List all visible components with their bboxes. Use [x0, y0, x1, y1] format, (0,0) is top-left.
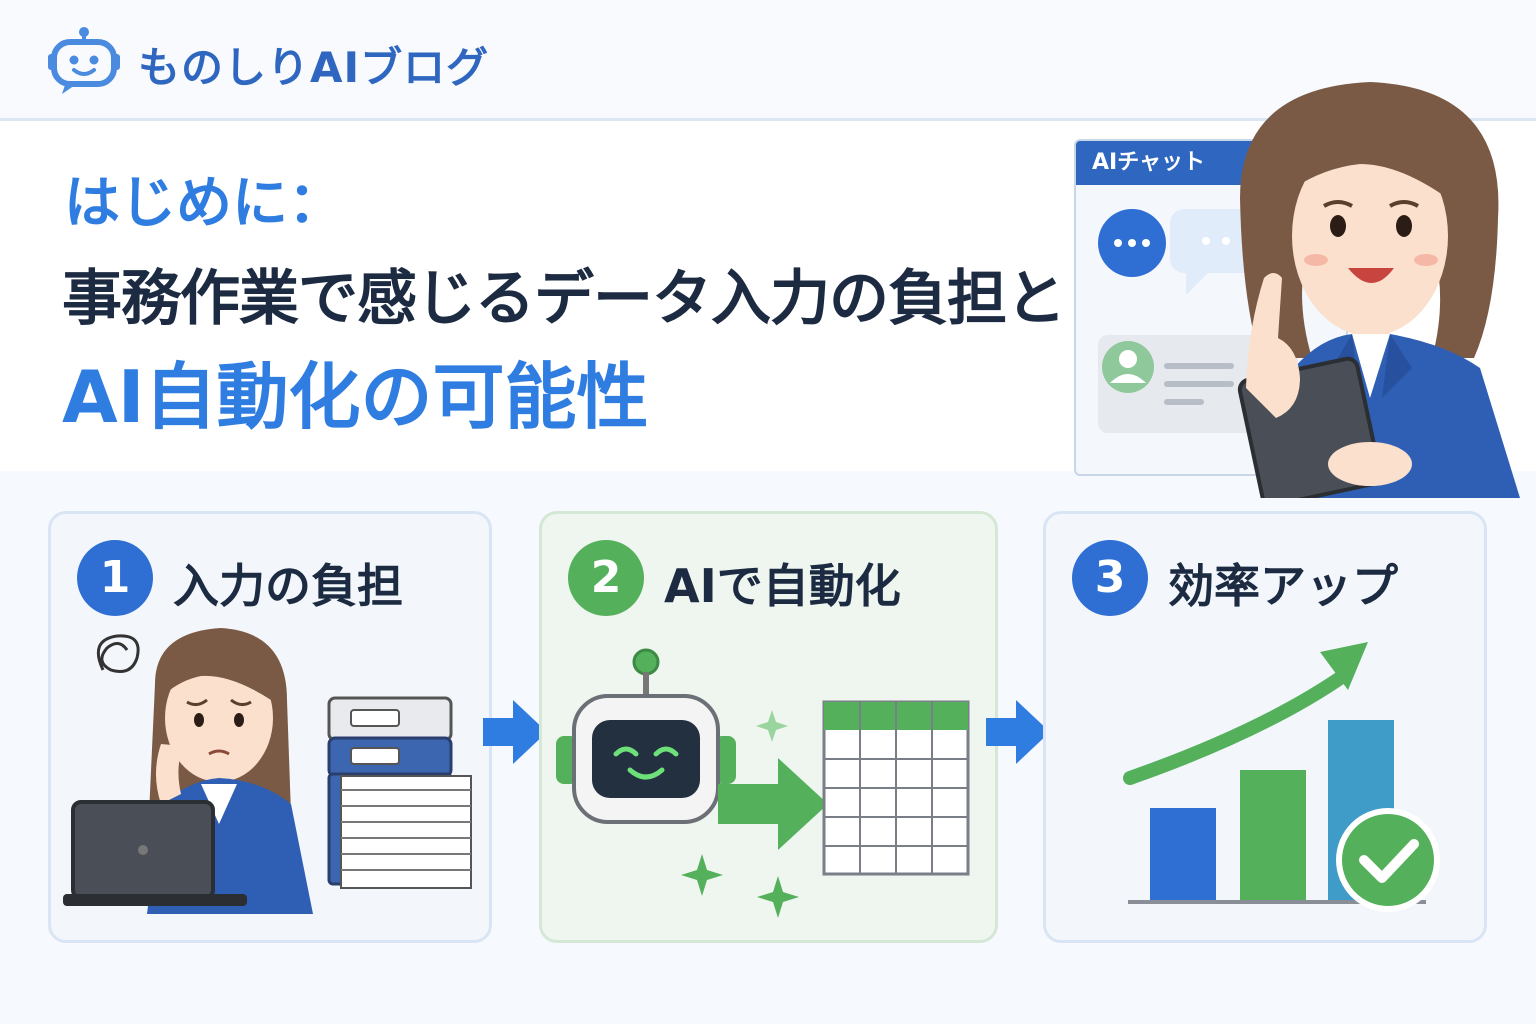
robot-automation-illustration	[556, 648, 970, 918]
step-label-1: 入力の負担	[173, 559, 403, 613]
logo-text[interactable]: ものしりAIブログ	[138, 43, 490, 92]
arrow-right-icon	[483, 700, 547, 764]
step-number-2: 2	[568, 540, 644, 616]
step-number-1: 1	[77, 540, 153, 616]
growth-chart-illustration	[1123, 642, 1440, 912]
step-label-2: AIで自動化	[664, 559, 901, 613]
hero-title-main: 事務作業で感じるデータ入力の負担と	[62, 264, 1066, 334]
step-card-3: 3 効率アップ	[1043, 511, 1487, 943]
presenter-illustration	[1237, 82, 1520, 498]
robot-chat-icon	[48, 27, 120, 94]
step-card-1: 1 入力の負担	[48, 511, 492, 943]
step-number-3: 3	[1072, 540, 1148, 616]
stressed-worker-illustration	[63, 628, 472, 914]
hero-title-intro: はじめに：	[64, 171, 344, 236]
arrow-right-icon	[986, 700, 1050, 764]
hero-title-highlight: AI自動化の可能性	[62, 355, 649, 439]
site-header: ものしりAIブログ	[0, 0, 1536, 121]
check-icon	[1342, 814, 1434, 906]
step-label-3: 効率アップ	[1168, 559, 1398, 613]
step-card-2: 2 AIで自動化	[539, 511, 998, 943]
